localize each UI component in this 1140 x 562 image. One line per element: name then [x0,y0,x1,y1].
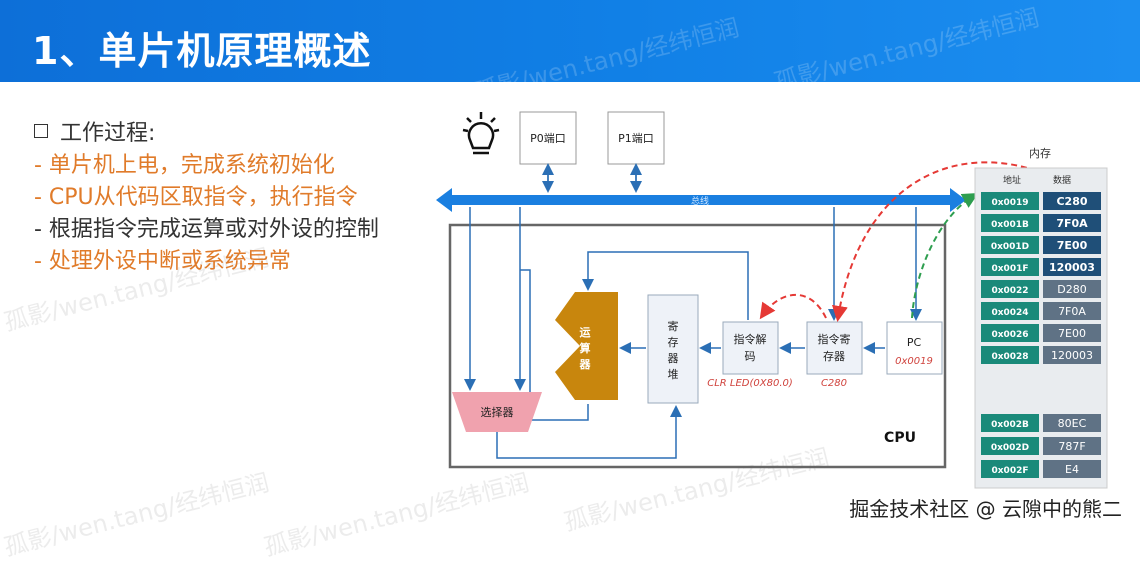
p0-port-label: P0端口 [530,132,566,145]
instruction-register-label: 指令寄 [818,332,851,346]
memory-addr-text: 0x001B [991,220,1029,230]
title-banner: 1、单片机原理概述 孤影/wen.tang/经纬恒润 孤影/wen.tang/经… [0,0,1140,106]
memory-data-cell [1043,280,1101,298]
memory-data-cell [1043,258,1101,276]
process-heading: 工作过程: [34,118,404,150]
selector-label: 选择器 [481,405,514,419]
memory-data-text: 7E00 [1057,239,1088,252]
memory-addr-text: 0x0024 [991,308,1028,318]
cpu-diagram: P0端口 P1端口 总线 CPU 运 算 器 寄 存 器 堆 指令解 码 CLR… [436,111,1108,489]
memory-data-cell [1043,324,1101,342]
memory-data-text: 120003 [1049,261,1095,274]
memory-data-cell [1043,192,1101,210]
register-heap-label: 器 [668,352,679,365]
process-item: - 单片机上电，完成系统初始化 [34,153,335,178]
memory-data-text: C280 [1056,195,1087,208]
page-title: 1、单片机原理概述 [32,29,372,73]
memory-data-cell [1043,302,1101,320]
instruction-register-box [806,321,863,375]
footer-credit: 掘金技术社区 @ 云隙中的熊二 [849,497,1122,521]
memory-data-text: E4 [1065,463,1079,476]
register-heap-label: 寄 [668,319,679,333]
pc-value: 0x0019 [895,356,933,367]
process-item: - CPU从代码区取指令，执行指令 [34,185,358,210]
memory-data-text: 7F0A [1058,305,1086,318]
memory-col-data: 数据 [1053,174,1071,186]
memory-rows: 0x0019 C280 0x001B 7F0A 0x001D 7E00 0x001F 1200… [981,192,1101,478]
memory-addr-cell [981,258,1039,276]
register-heap-label: 堆 [668,368,679,381]
memory-addr-text: 0x0022 [991,286,1028,296]
bus-label: 总线 [691,195,709,207]
memory-addr-cell [981,192,1039,210]
memory-addr-cell [981,460,1039,478]
memory-addr-cell [981,324,1039,342]
cpu-box [448,223,947,469]
checkbox-bullet-icon [34,124,48,138]
cpu-label: CPU [884,430,916,446]
system-bus [436,188,966,212]
pc-box [886,321,943,375]
memory-data-cell [1043,214,1101,232]
p1-port-label: P1端口 [618,132,654,145]
work-process-list: 工作过程: - 单片机上电，完成系统初始化- CPU从代码区取指令，执行指令- … [34,118,404,278]
alu-label: 运 [580,326,591,339]
memory-addr-cell [981,280,1039,298]
memory-data-cell [1043,437,1101,455]
decoder-label: 指令解 [734,332,767,346]
alu-label: 器 [579,358,592,371]
memory-data-text: 787F [1058,440,1085,453]
memory-addr-cell [981,214,1039,232]
p1-port-box [607,111,665,165]
memory-addr-cell [981,236,1039,254]
pc-label: PC [907,336,922,349]
alu-shape [555,292,618,400]
memory-data-cell [1043,236,1101,254]
decoder-label: 码 [745,350,756,363]
memory-data-text: 80EC [1058,417,1087,430]
memory-addr-text: 0x001F [991,264,1028,274]
memory-title: 内存 [1029,146,1051,160]
memory-addr-cell [981,346,1039,364]
memory-addr-text: 0x002D [991,443,1029,453]
memory-data-cell [1043,346,1101,364]
p0-port-box [519,111,577,165]
memory-addr-text: 0x0026 [991,330,1028,340]
selector-shape [452,392,542,432]
process-item: - 根据指令完成运算或对外设的控制 [34,217,379,242]
memory-col-addr: 地址 [1003,174,1021,186]
memory-addr-text: 0x001D [991,242,1029,252]
memory-addr-cell [981,414,1039,432]
decoder-note: CLR LED(0X80.0) [707,378,793,389]
decoder-box [722,321,779,375]
process-item: - 处理外设中断或系统异常 [34,249,291,274]
memory-addr-cell [981,437,1039,455]
alu-label: 算 [579,341,591,355]
register-heap-box [647,294,699,404]
memory-addr-text: 0x0019 [991,198,1028,208]
memory-data-text: 7E00 [1058,327,1086,340]
memory-addr-text: 0x002B [991,420,1029,430]
instruction-register-label: 存器 [823,349,845,363]
memory-data-text: 7F0A [1056,217,1088,230]
memory-data-cell [1043,414,1101,432]
process-items: - 单片机上电，完成系统初始化 - CPU从代码区取指令，执行指令 - 根据指令完成… [34,150,404,278]
memory-data-text: 120003 [1051,349,1093,362]
register-heap-label: 存 [668,335,679,349]
memory-data-cell [1043,460,1101,478]
memory-data-text: D280 [1057,283,1086,296]
memory-addr-cell [981,302,1039,320]
lightbulb-icon [462,112,500,155]
register-note: C280 [821,378,847,389]
memory-addr-text: 0x0028 [991,352,1028,362]
memory-addr-text: 0x002F [991,466,1028,476]
